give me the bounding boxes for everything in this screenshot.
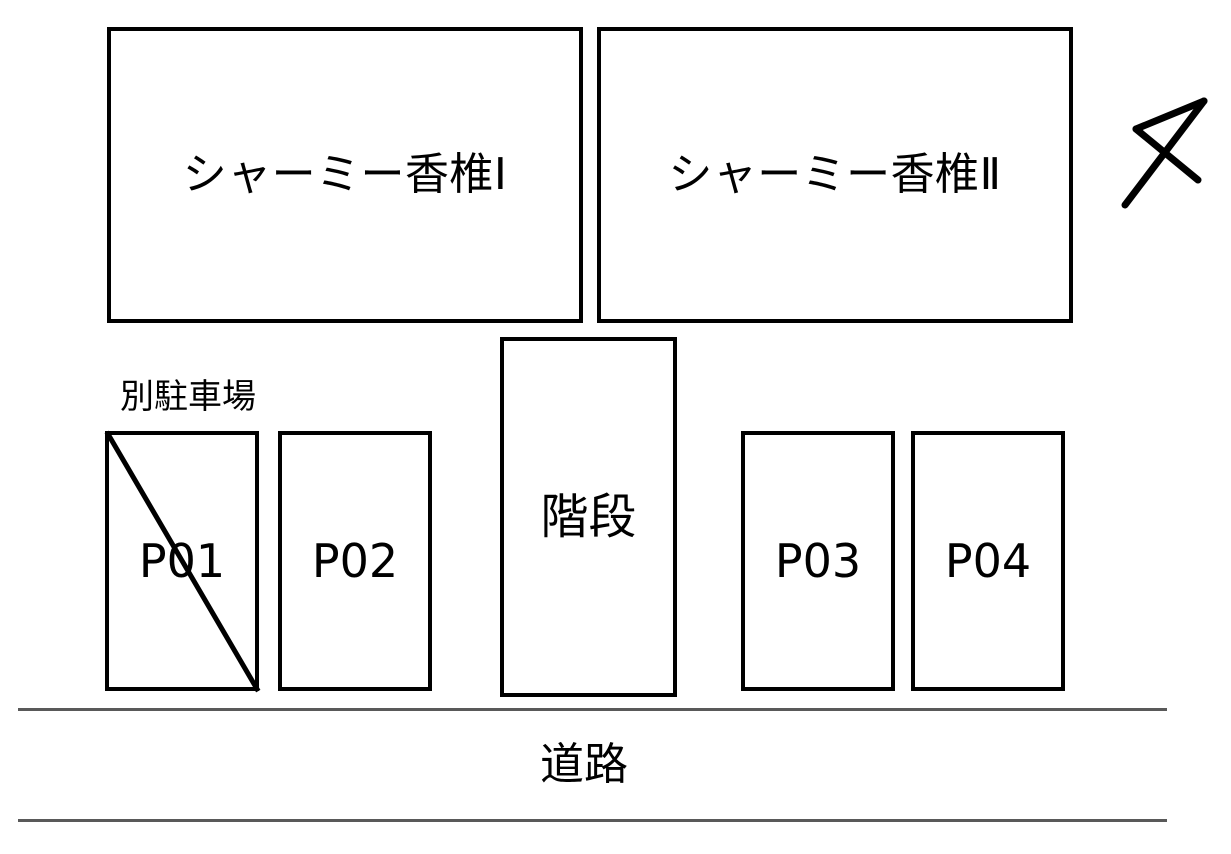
parking-stall-p02: P02 [278,431,432,691]
north-arrow-barb-left [1132,97,1208,133]
road-label: 道路 [540,739,628,790]
parking-stall-p01: P01 [105,431,259,691]
building-block-1: シャーミー香椎Ⅰ [107,27,583,323]
parking-stall-p03: P03 [741,431,895,691]
stairs-block: 階段 [500,337,677,697]
building-1-label: シャーミー香椎Ⅰ [182,149,508,200]
parking-stall-p01-label: P01 [138,534,226,588]
separate-parking-label: 別駐車場 [120,377,256,417]
north-arrow-barb-right [1132,125,1202,184]
parking-stall-p04-label: P04 [944,534,1032,588]
stairs-label: 階段 [540,489,637,545]
parking-stall-p04: P04 [911,431,1065,691]
north-arrow-icon [1121,97,1208,209]
road-edge-bottom [18,819,1167,822]
road-edge-top [18,708,1167,711]
parking-stall-p02-label: P02 [311,534,399,588]
building-2-label: シャーミー香椎Ⅱ [668,149,1002,200]
building-block-2: シャーミー香椎Ⅱ [597,27,1073,323]
parking-stall-p03-label: P03 [774,534,862,588]
